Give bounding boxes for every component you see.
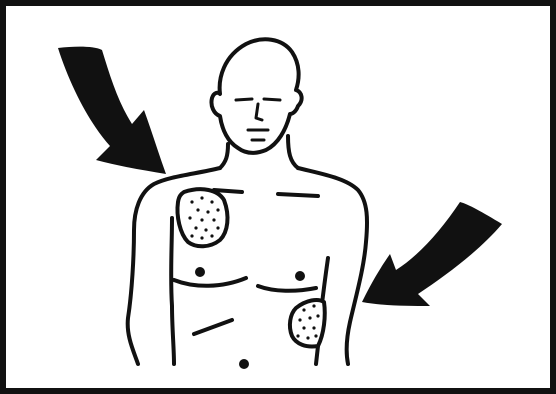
upper-right-chest-pad [177,189,227,246]
left-nipple [195,267,205,277]
nose [256,104,262,120]
left-pectoral [174,278,246,286]
arrow-upper-left [58,47,166,174]
right-pectoral [258,286,316,291]
right-nipple [295,271,305,281]
neck-right [288,136,298,168]
right-eye [264,99,280,100]
defibrillator-pad-placement-diagram [6,6,550,388]
arrow-lower-right [362,202,502,306]
left-torso-side [171,218,174,364]
right-clavicle [278,194,318,196]
abdomen-line [194,320,232,334]
neck-left [220,144,228,168]
navel [239,359,249,369]
electrode-pad-lower [290,300,325,347]
left-eye [236,99,252,100]
arrow-lower-right-shaft [362,202,502,306]
arrow-upper-left-shaft [58,47,166,174]
lower-left-side-pad [290,300,325,347]
